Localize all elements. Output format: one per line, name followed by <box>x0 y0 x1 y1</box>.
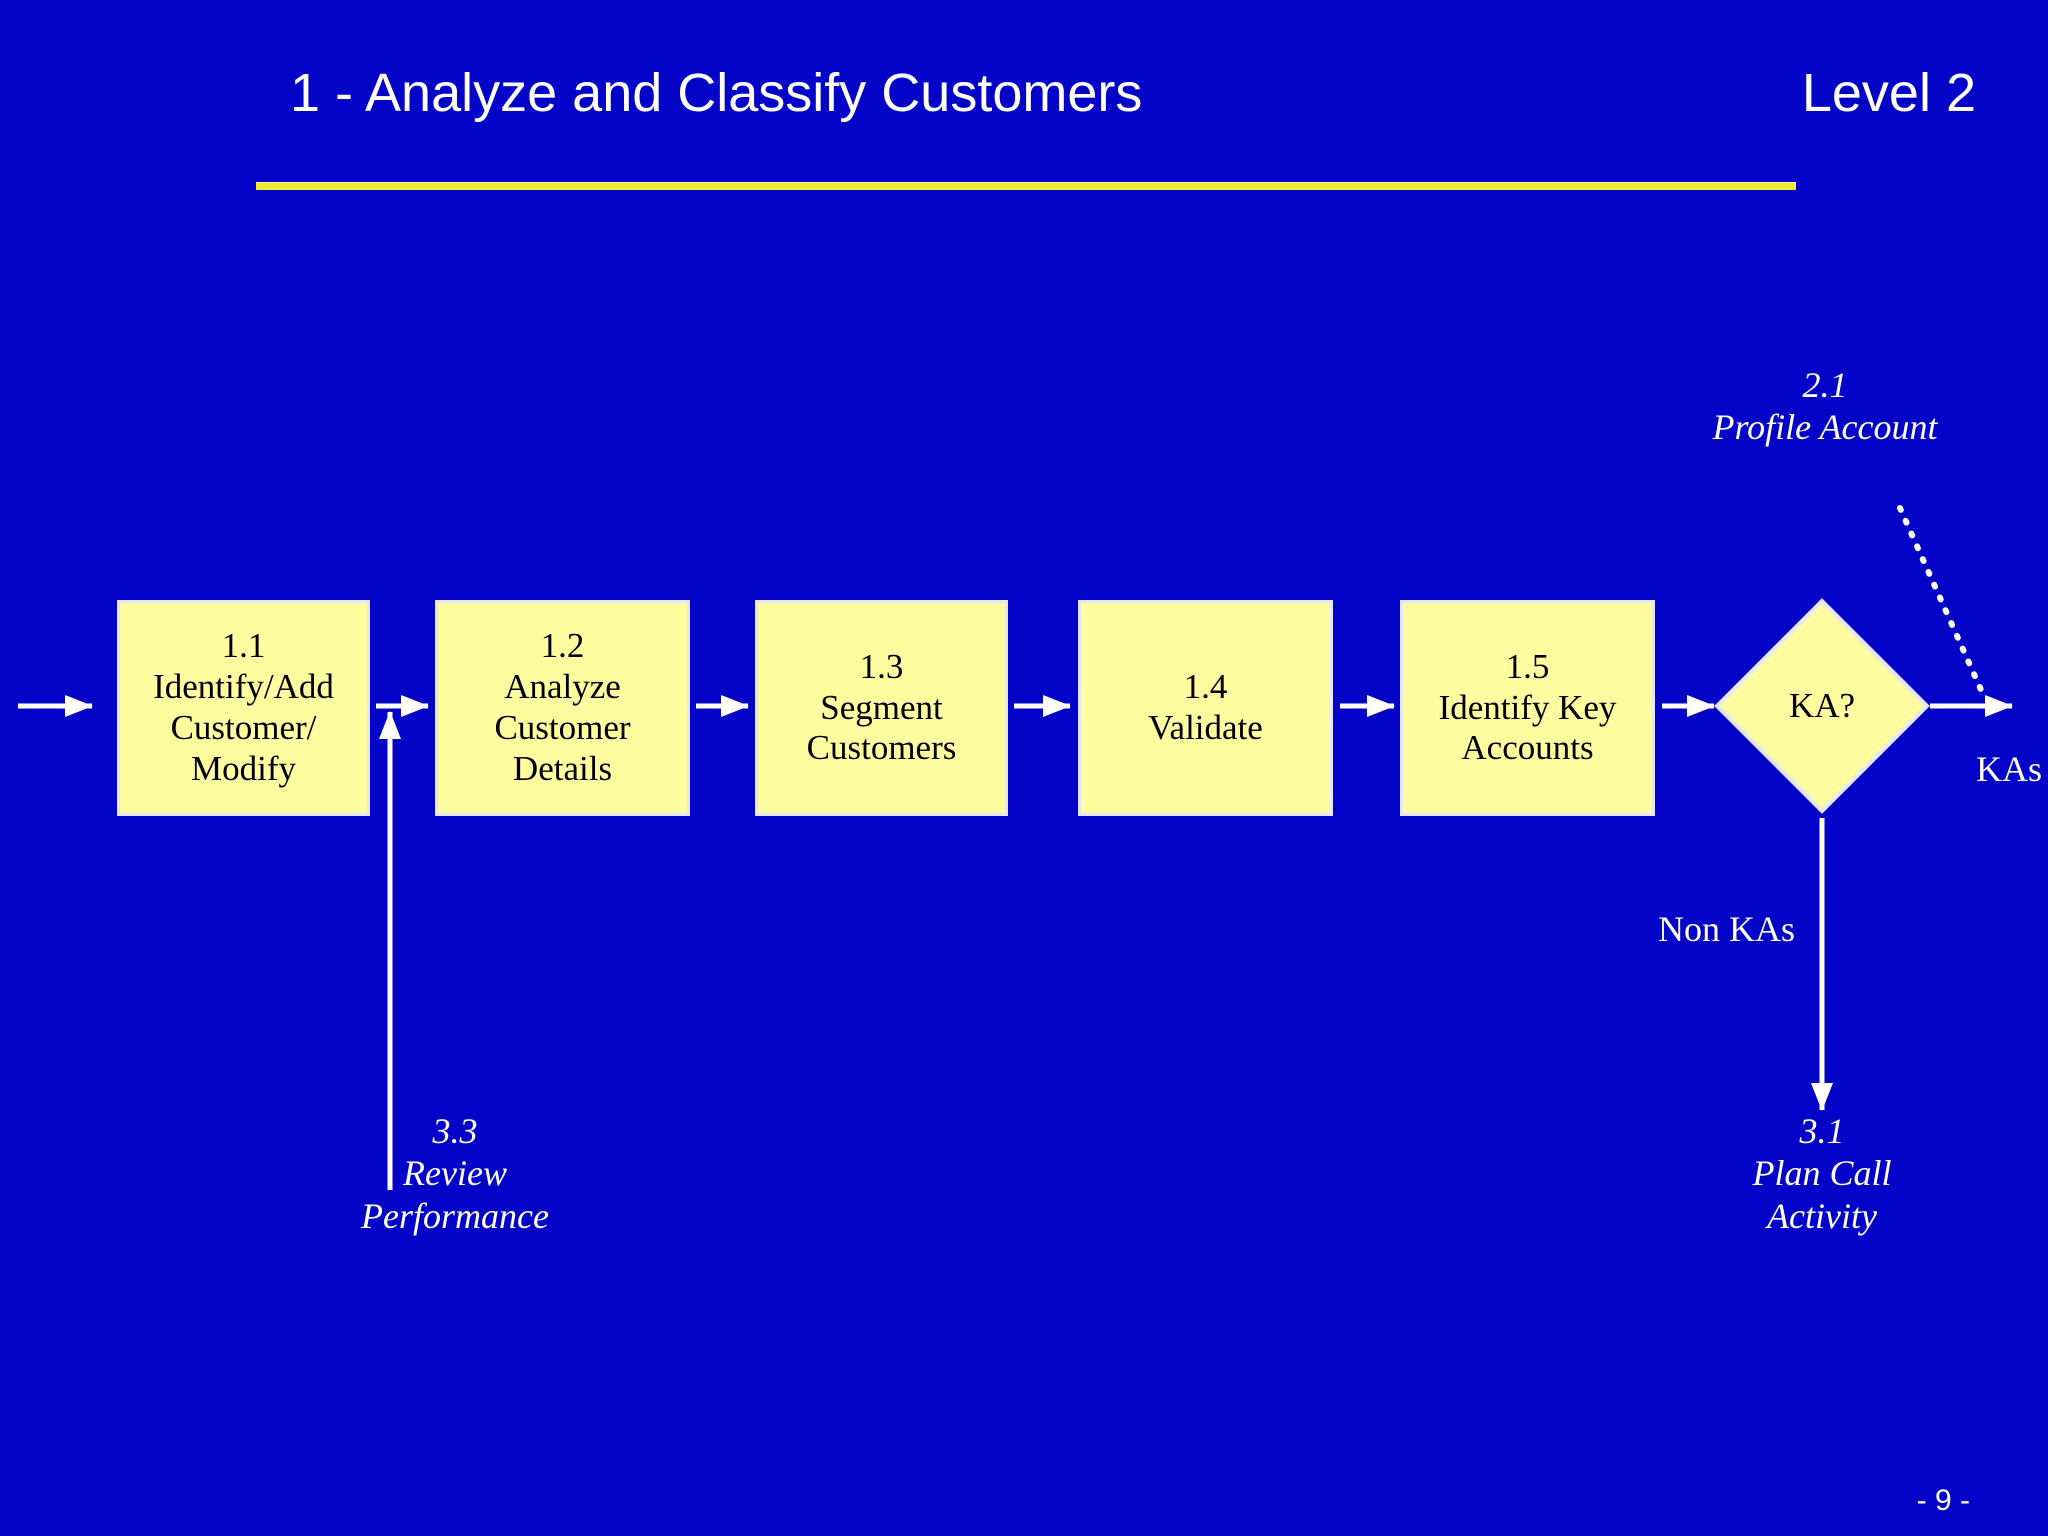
title-divider <box>256 182 1796 190</box>
process-box-1-3-line-3: Customers <box>806 728 957 768</box>
annotation-review-performance: 3.3 Review Performance <box>340 1110 570 1237</box>
annotation-profile-account-line-2: Profile Account <box>1712 407 1938 448</box>
annotation-review-performance-line-3: Performance <box>361 1195 549 1236</box>
process-box-1-1-line-1: 1.1 <box>221 626 266 666</box>
process-box-1-2[interactable]: 1.2 Analyze Customer Details <box>435 600 690 816</box>
decision-label: KA? <box>1788 686 1856 725</box>
process-box-1-3-line-2: Segment <box>820 687 943 727</box>
annotation-plan-call-activity: 3.1 Plan Call Activity <box>1697 1110 1947 1237</box>
process-box-1-2-line-4: Details <box>512 748 613 788</box>
process-box-1-4-line-2: Validate <box>1148 708 1263 747</box>
process-box-1-3-line-1: 1.3 <box>859 646 904 686</box>
process-box-1-1-line-3: Customer/ <box>170 708 317 747</box>
process-box-1-1-line-4: Modify <box>191 748 296 788</box>
annotation-profile-account-line-1: 2.1 <box>1802 365 1848 405</box>
annotation-plan-call-activity-line-1: 3.1 <box>1799 1111 1845 1151</box>
process-box-1-2-line-2: Analyze <box>504 667 621 707</box>
process-box-1-5-line-1: 1.5 <box>1505 646 1550 686</box>
process-box-1-4-line-1: 1.4 <box>1183 667 1228 707</box>
page-number: - 9 - <box>1916 1484 1970 1517</box>
process-box-1-2-line-3: Customer <box>494 708 631 747</box>
diamond-shape-icon <box>1714 598 1930 814</box>
page-title: 1 - Analyze and Classify Customers <box>290 63 1143 123</box>
branch-label-kas: KAs <box>1976 749 2043 789</box>
process-box-1-2-line-1: 1.2 <box>540 626 585 666</box>
annotation-review-performance-line-2: Review <box>403 1153 507 1194</box>
annotation-review-performance-line-1: 3.3 <box>432 1111 478 1151</box>
process-box-1-4[interactable]: 1.4 Validate <box>1078 600 1333 816</box>
process-box-1-3[interactable]: 1.3 Segment Customers <box>755 600 1008 816</box>
process-box-1-1-line-2: Identify/Add <box>153 667 334 707</box>
process-box-1-5-line-2: Identify Key <box>1438 687 1617 727</box>
process-box-1-1[interactable]: 1.1 Identify/Add Customer/ Modify <box>117 600 370 816</box>
decision-diamond-ka[interactable]: KA? <box>1714 598 1930 814</box>
annotation-profile-account: 2.1 Profile Account <box>1700 364 1950 449</box>
process-box-1-5[interactable]: 1.5 Identify Key Accounts <box>1400 600 1655 816</box>
level-label: Level 2 <box>1801 63 1976 123</box>
annotation-plan-call-activity-line-3: Activity <box>1767 1195 1877 1236</box>
annotation-plan-call-activity-line-2: Plan Call <box>1752 1153 1892 1194</box>
branch-label-non-kas: Non KAs <box>1658 909 1796 949</box>
process-box-1-5-line-3: Accounts <box>1461 728 1594 768</box>
